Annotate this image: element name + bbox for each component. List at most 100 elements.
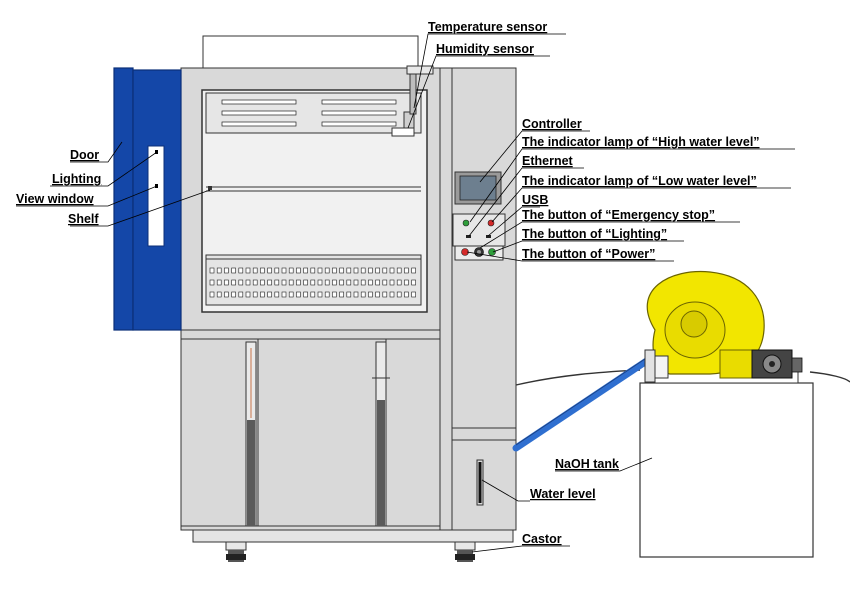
vent-slot bbox=[221, 121, 297, 127]
grille-hole bbox=[324, 291, 330, 298]
label-naoh-tank: NaOH tank bbox=[555, 457, 619, 471]
grille-hole bbox=[346, 279, 352, 286]
grille-hole bbox=[339, 291, 344, 298]
label-lighting-button: The button of “Lighting” bbox=[522, 227, 667, 241]
lighting-button bbox=[488, 248, 496, 256]
label-view-window: View window bbox=[16, 192, 94, 206]
label-shelf: Shelf bbox=[68, 212, 99, 226]
grille-hole bbox=[224, 291, 229, 298]
grille-hole bbox=[382, 279, 388, 286]
grille-hole bbox=[396, 291, 402, 298]
grille-hole bbox=[260, 279, 265, 286]
grille-hole bbox=[375, 291, 380, 298]
grille-hole bbox=[274, 279, 280, 286]
grille-hole bbox=[382, 267, 388, 274]
grille-hole bbox=[303, 267, 308, 274]
grille-hole bbox=[267, 291, 272, 298]
grille-hole bbox=[360, 291, 366, 298]
grille-hole bbox=[368, 291, 373, 298]
grille-hole bbox=[209, 291, 215, 298]
grille-hole bbox=[288, 279, 294, 286]
grille-hole bbox=[368, 279, 373, 286]
grille-hole bbox=[281, 279, 287, 286]
grille-hole bbox=[296, 279, 301, 286]
label-emergency-stop: The button of “Emergency stop” bbox=[522, 208, 715, 222]
grille-hole bbox=[310, 291, 316, 298]
grille-hole bbox=[332, 267, 337, 274]
grille-hole bbox=[375, 267, 380, 274]
grille-hole bbox=[209, 279, 215, 286]
grille-hole bbox=[324, 279, 330, 286]
grille-hole bbox=[389, 267, 395, 274]
grille-hole bbox=[310, 267, 316, 274]
label-humidity-sensor: Humidity sensor bbox=[436, 42, 534, 56]
grille-hole bbox=[296, 291, 301, 298]
label-lighting: Lighting bbox=[52, 172, 101, 186]
leader-lines bbox=[16, 33, 795, 553]
grille-hole bbox=[303, 291, 308, 298]
pipes bbox=[512, 348, 850, 452]
grille-hole bbox=[411, 291, 416, 298]
vent-slot bbox=[321, 99, 397, 105]
label-water-level: Water level bbox=[530, 487, 596, 501]
grille-hole bbox=[274, 291, 280, 298]
grille-hole bbox=[339, 279, 344, 286]
blower bbox=[644, 270, 803, 384]
grille-hole bbox=[346, 267, 352, 274]
vent-slot bbox=[321, 110, 397, 116]
high-water-lamp bbox=[462, 219, 470, 227]
door bbox=[113, 67, 182, 331]
grille-hole bbox=[411, 267, 416, 274]
grille-hole bbox=[245, 291, 251, 298]
grille-hole bbox=[375, 279, 380, 286]
grille-hole bbox=[339, 267, 344, 274]
top-box bbox=[202, 35, 419, 71]
grille-hole bbox=[353, 291, 359, 298]
grille-hole bbox=[252, 267, 258, 274]
grille-holes bbox=[209, 267, 416, 298]
control-panel bbox=[452, 171, 506, 506]
grille-hole bbox=[353, 267, 359, 274]
grille-hole bbox=[267, 267, 272, 274]
grille-hole bbox=[310, 279, 316, 286]
label-door: Door bbox=[70, 148, 99, 162]
grille-hole bbox=[281, 267, 287, 274]
grille-hole bbox=[224, 267, 229, 274]
grille-hole bbox=[404, 291, 409, 298]
label-temperature-sensor: Temperature sensor bbox=[428, 20, 547, 34]
usb-port bbox=[486, 235, 491, 238]
grille-hole bbox=[360, 279, 366, 286]
label-high-water-lamp: The indicator lamp of “High water level” bbox=[522, 135, 760, 149]
label-usb: USB bbox=[522, 193, 548, 207]
label-low-water-lamp: The indicator lamp of “Low water level” bbox=[522, 174, 757, 188]
grille-hole bbox=[332, 291, 337, 298]
humidity-sensor-body bbox=[391, 127, 415, 137]
label-ethernet: Ethernet bbox=[522, 154, 574, 168]
grille-hole bbox=[296, 267, 301, 274]
grille-hole bbox=[245, 267, 251, 274]
label-controller: Controller bbox=[522, 117, 582, 131]
grille-hole bbox=[267, 279, 272, 286]
grille-hole bbox=[404, 279, 409, 286]
vent-slot bbox=[221, 99, 297, 105]
grille-hole bbox=[238, 279, 244, 286]
grille-hole bbox=[303, 279, 308, 286]
grille-hole bbox=[317, 267, 323, 274]
grille-hole bbox=[404, 267, 409, 274]
grille-hole bbox=[274, 267, 280, 274]
vent-slot bbox=[221, 110, 297, 116]
grille-hole bbox=[216, 267, 222, 274]
view-window-strip bbox=[147, 145, 165, 247]
labels: Temperature sensor Humidity sensor Contr… bbox=[16, 20, 760, 546]
grille-hole bbox=[231, 279, 236, 286]
grille-hole bbox=[288, 291, 294, 298]
grille-hole bbox=[411, 279, 416, 286]
grille-hole bbox=[346, 291, 352, 298]
grille-hole bbox=[389, 279, 395, 286]
grille-hole bbox=[317, 279, 323, 286]
grille-hole bbox=[238, 267, 244, 274]
grille-hole bbox=[281, 291, 287, 298]
grille-hole bbox=[231, 267, 236, 274]
grille-hole bbox=[353, 279, 359, 286]
